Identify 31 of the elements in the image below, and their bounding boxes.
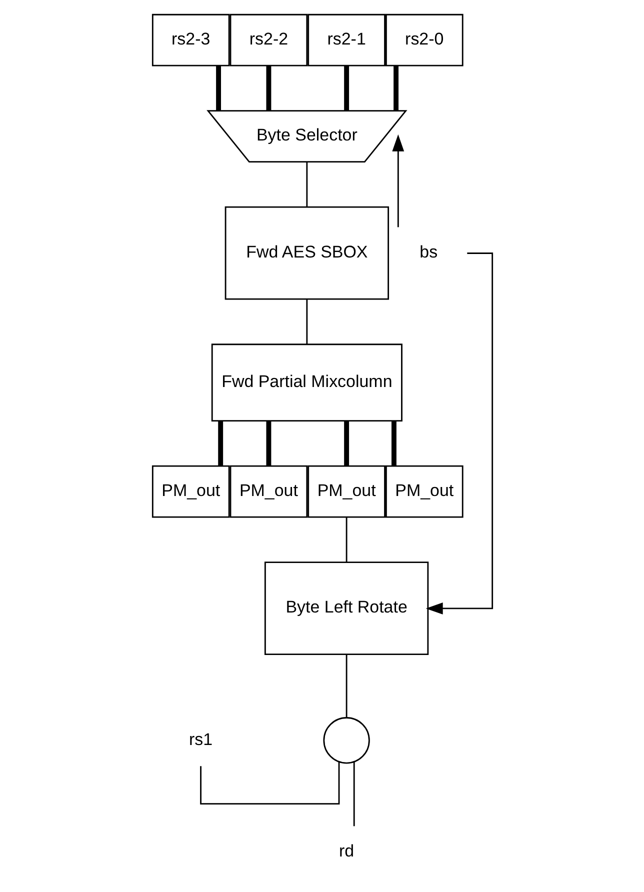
connector (266, 421, 271, 466)
connector (393, 66, 398, 110)
connector (344, 66, 349, 110)
node-box: rs2-3 (151, 14, 230, 66)
node-box: Fwd Partial Mixcolumn (210, 344, 402, 422)
node-text: rs1 (188, 730, 212, 749)
node-box: PM_out (307, 465, 385, 518)
connector (344, 421, 349, 466)
connector (306, 299, 308, 344)
arrow (392, 134, 404, 228)
connector (218, 421, 223, 466)
node-box: PM_out (384, 465, 463, 518)
node-box: rs2-0 (384, 14, 463, 66)
node-box: rs2-1 (307, 14, 385, 66)
connector (200, 762, 340, 804)
connector (306, 162, 308, 208)
connector (345, 518, 347, 562)
node-box: rs2-2 (229, 14, 308, 66)
node-box: PM_out (151, 465, 230, 518)
node-box: PM_out (229, 465, 308, 518)
arrow (425, 252, 493, 614)
node-text: rd (338, 841, 354, 860)
node-text: bs (419, 242, 438, 262)
node-box: Byte Left Rotate (264, 562, 428, 656)
connector (352, 762, 354, 826)
node-circle (322, 717, 370, 764)
connector (345, 654, 347, 718)
connector (391, 421, 396, 466)
node-box: Fwd AES SBOX (224, 206, 389, 300)
connector (216, 66, 220, 110)
connector (266, 66, 271, 110)
